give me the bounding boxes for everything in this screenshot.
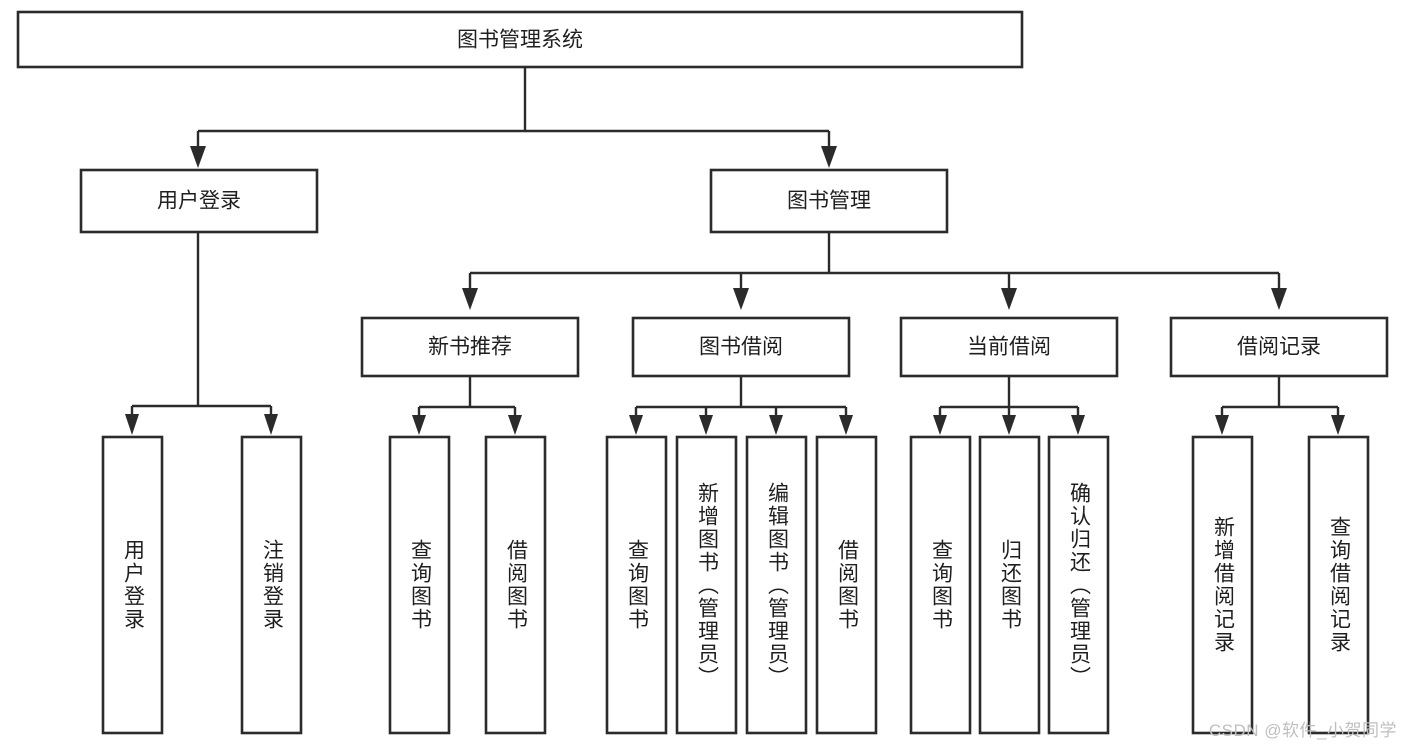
node-book-borrow-label: 图书借阅 bbox=[699, 336, 783, 359]
node-borrow-record[interactable] bbox=[1169, 316, 1389, 378]
arrow-head-leaf-query-record bbox=[1331, 415, 1345, 435]
connector-layer bbox=[125, 67, 1345, 435]
arrow-head-leaf-borrow-book-2 bbox=[839, 415, 853, 435]
node-new-book-rec[interactable] bbox=[360, 316, 580, 378]
arrow-head-new-book-rec bbox=[462, 288, 478, 310]
node-leaf-user-login[interactable] bbox=[101, 435, 164, 735]
node-leaf-add-record[interactable] bbox=[1191, 435, 1254, 735]
node-leaf-add-book[interactable] bbox=[675, 435, 738, 735]
arrow-head-leaf-add-book bbox=[699, 415, 713, 435]
node-new-book-rec-label: 新书推荐 bbox=[428, 336, 512, 359]
node-leaf-query-book-3[interactable] bbox=[909, 435, 972, 735]
node-leaf-query-book-2[interactable] bbox=[605, 435, 668, 735]
node-user-login[interactable] bbox=[79, 168, 319, 234]
node-leaf-borrow-book-1[interactable] bbox=[484, 435, 547, 735]
node-leaf-confirm-return[interactable] bbox=[1047, 435, 1110, 735]
node-current-borrow-label: 当前借阅 bbox=[967, 336, 1051, 359]
arrow-head-leaf-user-login bbox=[125, 414, 139, 435]
node-book-manage[interactable] bbox=[709, 168, 949, 234]
arrow-head-leaf-logout bbox=[264, 414, 278, 435]
arrow-head-book-manage bbox=[821, 146, 837, 168]
node-leaf-query-record[interactable] bbox=[1307, 435, 1370, 735]
arrow-head-borrow-record bbox=[1271, 288, 1287, 310]
node-leaf-return-book[interactable] bbox=[978, 435, 1041, 735]
arrow-head-leaf-query-book-3 bbox=[933, 415, 947, 435]
arrow-head-leaf-edit-book bbox=[769, 415, 783, 435]
node-leaf-edit-book[interactable] bbox=[745, 435, 808, 735]
node-current-borrow[interactable] bbox=[899, 316, 1119, 378]
arrow-head-current-borrow bbox=[1001, 288, 1017, 310]
node-leaf-logout[interactable] bbox=[240, 435, 303, 735]
node-leaf-borrow-book-2[interactable] bbox=[815, 435, 878, 735]
node-book-manage-label: 图书管理 bbox=[787, 190, 871, 213]
arrow-head-leaf-query-book-1 bbox=[412, 415, 426, 435]
node-user-login-label: 用户登录 bbox=[157, 190, 241, 213]
arrow-head-leaf-return-book bbox=[1002, 415, 1016, 435]
arrow-head-book-borrow bbox=[733, 288, 749, 310]
arrow-head-leaf-query-book-2 bbox=[629, 415, 643, 435]
arrow-head-user-login bbox=[190, 146, 206, 168]
arrow-head-leaf-confirm-return bbox=[1071, 415, 1085, 435]
watermark-text: CSDN @软件_小贺同学 bbox=[1208, 721, 1397, 740]
node-layer: 图书管理系统 用户登录 图书管理 新书推荐 图书借阅 当前借阅 借阅记录 bbox=[16, 10, 1389, 735]
node-leaf-query-book-1[interactable] bbox=[388, 435, 451, 735]
node-root-label: 图书管理系统 bbox=[457, 29, 583, 52]
arrow-head-leaf-add-record bbox=[1215, 415, 1229, 435]
node-borrow-record-label: 借阅记录 bbox=[1237, 336, 1321, 359]
node-root[interactable] bbox=[16, 10, 1024, 69]
node-book-borrow[interactable] bbox=[631, 316, 851, 378]
arrow-head-leaf-borrow-book-1 bbox=[508, 415, 522, 435]
